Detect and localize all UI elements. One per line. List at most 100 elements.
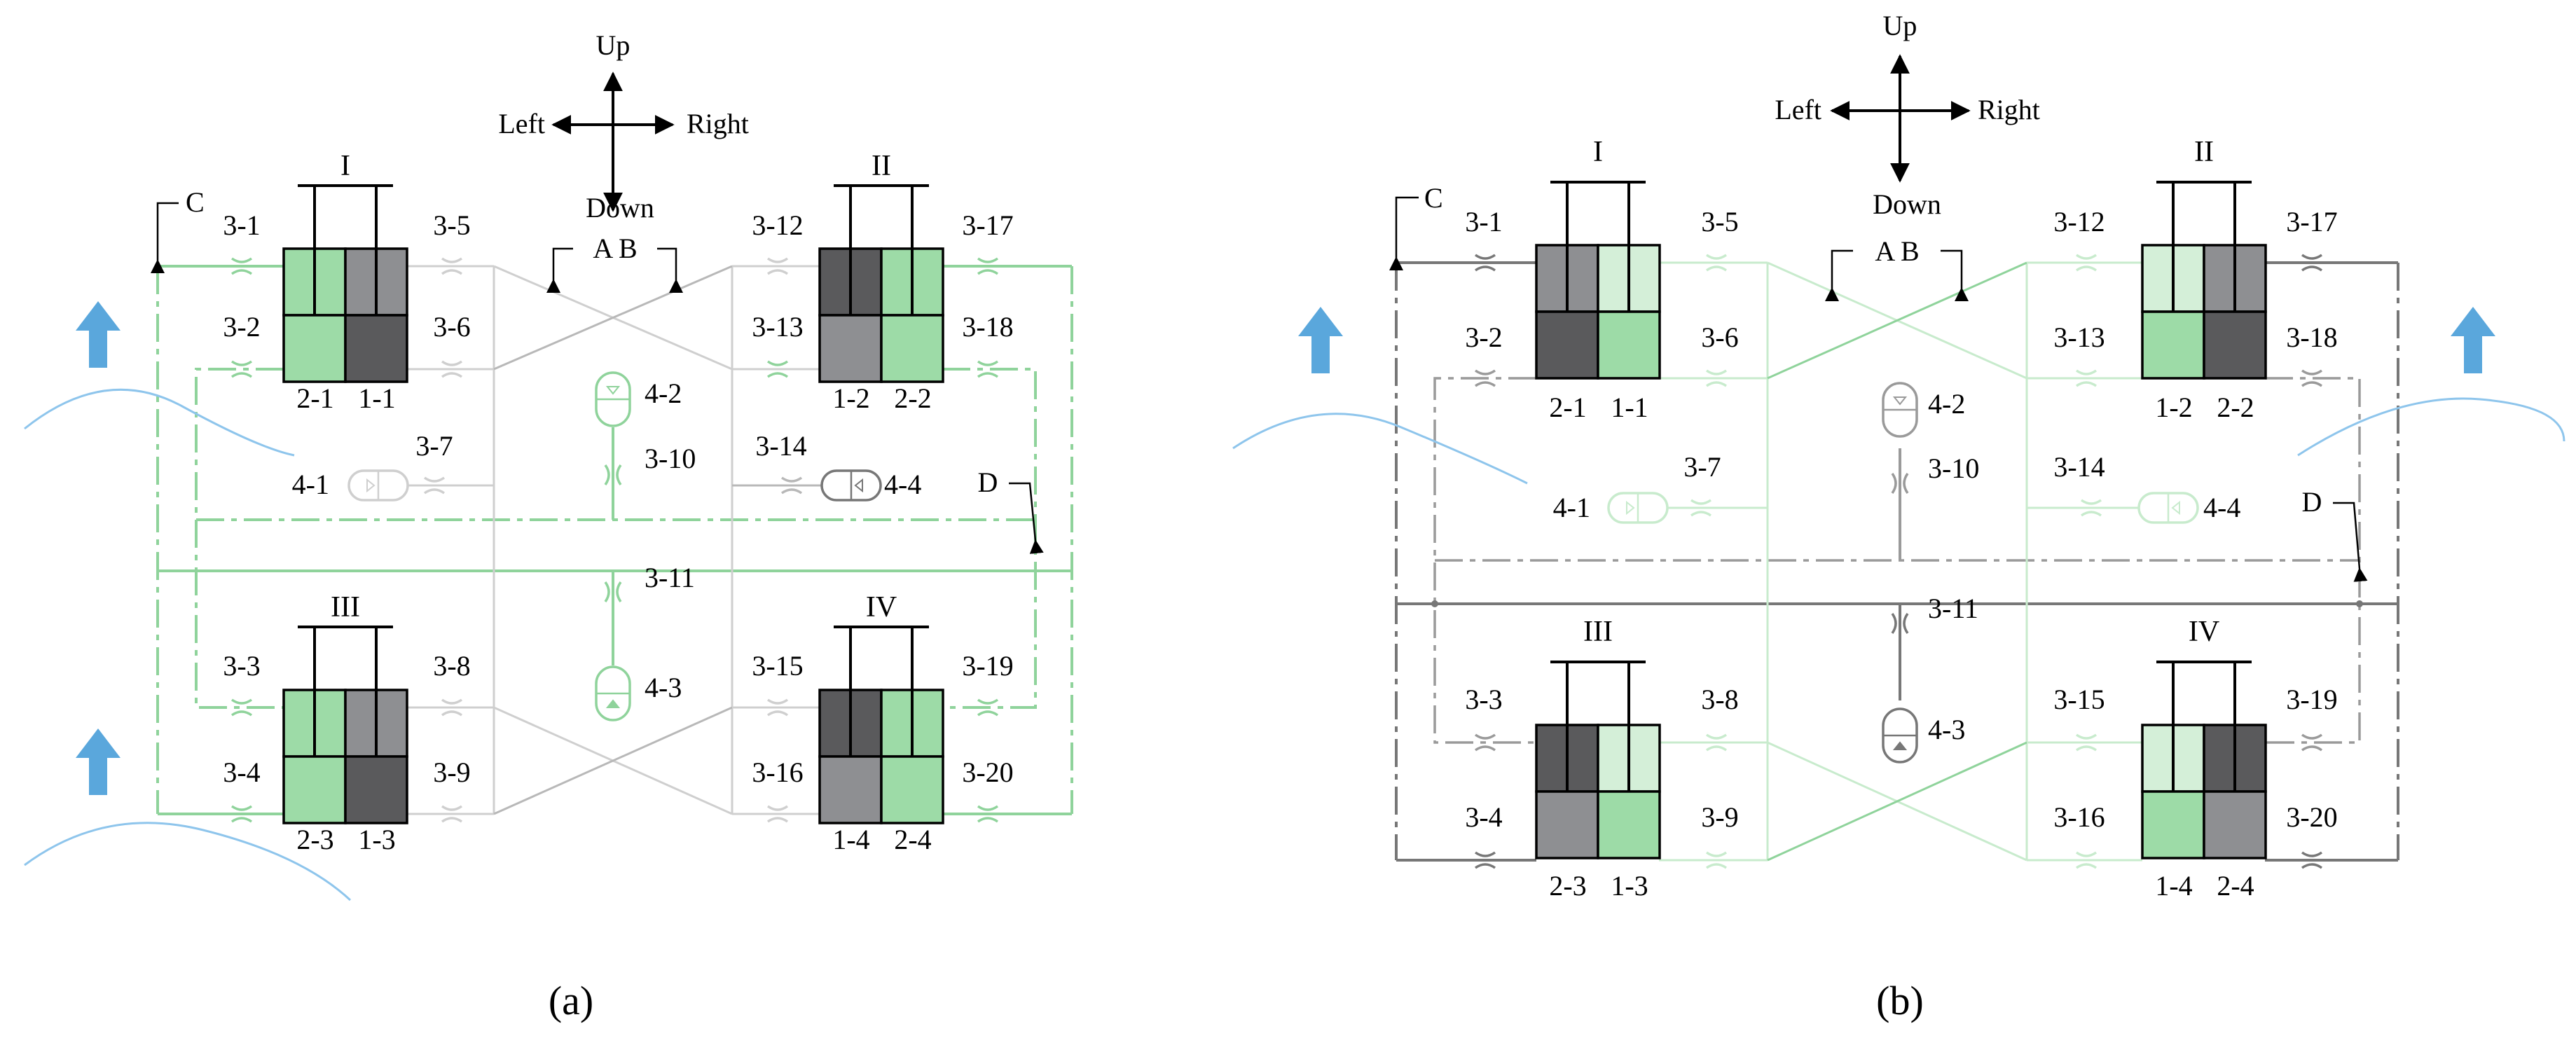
valve-label: 3-11 bbox=[645, 562, 695, 593]
throttle-valve-symbol bbox=[1705, 254, 1728, 272]
group-label-i: I bbox=[340, 150, 350, 182]
chamber-label: 2-1 bbox=[1549, 392, 1586, 423]
chamber-label: 2-1 bbox=[296, 382, 333, 414]
valve-arc-bottom bbox=[766, 269, 789, 275]
pipe-line bbox=[657, 247, 683, 293]
cylinder-block bbox=[818, 626, 944, 824]
valve-arc-left bbox=[1891, 612, 1897, 635]
valve-arc-bottom bbox=[441, 710, 463, 717]
valve-arc-top bbox=[977, 698, 999, 705]
accumulator-label: 4-1 bbox=[292, 469, 329, 500]
valve-arc-bottom bbox=[977, 710, 999, 717]
compass-right-label: Right bbox=[687, 108, 749, 139]
cylinder-chamber bbox=[2203, 790, 2267, 859]
valve-arc-top bbox=[2075, 733, 2098, 740]
throttle-valve-symbol bbox=[2075, 254, 2098, 272]
junction-dot bbox=[2356, 600, 2363, 607]
valve-label: 3-12 bbox=[2053, 206, 2105, 237]
throttle-valve-symbol bbox=[2075, 369, 2098, 387]
pipe-line bbox=[195, 368, 284, 709]
group-label-ii: II bbox=[872, 150, 891, 182]
pipe-line bbox=[2333, 502, 2368, 582]
throttle-valve-symbol bbox=[1705, 369, 1728, 387]
valve-arc-top bbox=[1690, 499, 1712, 505]
valve-arc-top bbox=[230, 805, 253, 811]
compass-left-label: Left bbox=[498, 108, 545, 139]
valve-arc-bottom bbox=[230, 372, 253, 378]
valve-arc-top bbox=[780, 476, 803, 483]
group-label-ii: II bbox=[2194, 136, 2214, 168]
chamber-label: 1-3 bbox=[358, 824, 395, 855]
cylinder-chamber bbox=[1535, 790, 1599, 859]
valve-arc-top bbox=[2301, 851, 2323, 857]
pipe-line bbox=[493, 706, 733, 815]
corner-label-c: C bbox=[186, 186, 205, 218]
pipe-line bbox=[546, 247, 573, 293]
valve-arc-bottom bbox=[230, 817, 253, 823]
valve-arc-top bbox=[441, 360, 463, 366]
throttle-valve-symbol bbox=[2301, 369, 2323, 387]
valve-arc-right bbox=[1903, 612, 1909, 635]
throttle-valve-symbol bbox=[2301, 851, 2323, 869]
compass-down-label: Down bbox=[586, 192, 654, 223]
valve-arc-left bbox=[1891, 472, 1897, 495]
cylinder-chamber bbox=[2141, 790, 2205, 859]
wave-line bbox=[1232, 413, 1528, 485]
valve-label: 3-4 bbox=[223, 757, 260, 788]
valve-arc-bottom bbox=[2075, 381, 2098, 387]
valve-label: 3-10 bbox=[645, 443, 696, 474]
cylinder-chamber bbox=[344, 755, 408, 824]
valve-arc-top bbox=[977, 805, 999, 811]
valve-label: 3-1 bbox=[1465, 206, 1502, 237]
throttle-valve-symbol bbox=[604, 464, 622, 486]
valve-arc-top bbox=[441, 805, 463, 811]
valve-label: 3-10 bbox=[1928, 453, 1979, 484]
valve-arc-bottom bbox=[441, 269, 463, 275]
corner-label-ab: A B bbox=[1875, 235, 1919, 267]
group-label-iii: III bbox=[1583, 616, 1613, 648]
valve-arc-top bbox=[2080, 499, 2102, 505]
compass-down-label: Down bbox=[1873, 188, 1941, 220]
accumulator-label: 4-2 bbox=[1928, 388, 1965, 420]
valve-arc-top bbox=[2075, 851, 2098, 857]
valve-arc-top bbox=[1474, 254, 1496, 260]
valve-label: 3-18 bbox=[962, 311, 1013, 343]
pipe-line bbox=[151, 202, 179, 273]
corner-label-c: C bbox=[1424, 182, 1443, 214]
valve-arc-bottom bbox=[1705, 863, 1728, 869]
accumulator-label: 4-4 bbox=[884, 469, 921, 500]
valve-arc-bottom bbox=[230, 269, 253, 275]
chamber-label: 2-2 bbox=[894, 382, 931, 414]
cylinder-chamber bbox=[2141, 310, 2205, 380]
flow-arrow-icon bbox=[2451, 307, 2495, 373]
throttle-valve-symbol bbox=[1474, 851, 1496, 869]
valve-label: 3-4 bbox=[1465, 801, 1502, 833]
throttle-valve-symbol bbox=[230, 257, 253, 275]
compass-up-label: Up bbox=[1883, 10, 1917, 41]
throttle-valve-symbol bbox=[423, 476, 446, 495]
pipe-line bbox=[1941, 249, 1969, 301]
pipe-line bbox=[1009, 482, 1044, 554]
valve-arc-bottom bbox=[1705, 381, 1728, 387]
wave-line bbox=[2297, 397, 2565, 457]
pipe-line bbox=[1767, 261, 2027, 380]
valve-arc-top bbox=[2075, 254, 2098, 260]
valve-label: 3-9 bbox=[433, 757, 470, 788]
accumulator-pointer bbox=[2171, 500, 2180, 516]
arrow-shape bbox=[1298, 307, 1343, 373]
throttle-valve-symbol bbox=[2075, 733, 2098, 752]
valve-label: 3-20 bbox=[962, 757, 1013, 788]
wave-line bbox=[24, 822, 352, 902]
valve-label: 3-6 bbox=[433, 311, 470, 343]
valve-arc-top bbox=[1474, 851, 1496, 857]
accumulator-symbol bbox=[820, 469, 882, 502]
throttle-valve-symbol bbox=[977, 805, 999, 823]
valve-label: 3-11 bbox=[1928, 593, 1978, 624]
throttle-valve-symbol bbox=[766, 360, 789, 378]
valve-label: 3-8 bbox=[1701, 684, 1738, 715]
cylinder-chamber bbox=[1535, 310, 1599, 380]
throttle-valve-symbol bbox=[1705, 851, 1728, 869]
valve-arc-bottom bbox=[441, 372, 463, 378]
valve-arc-bottom bbox=[766, 710, 789, 717]
